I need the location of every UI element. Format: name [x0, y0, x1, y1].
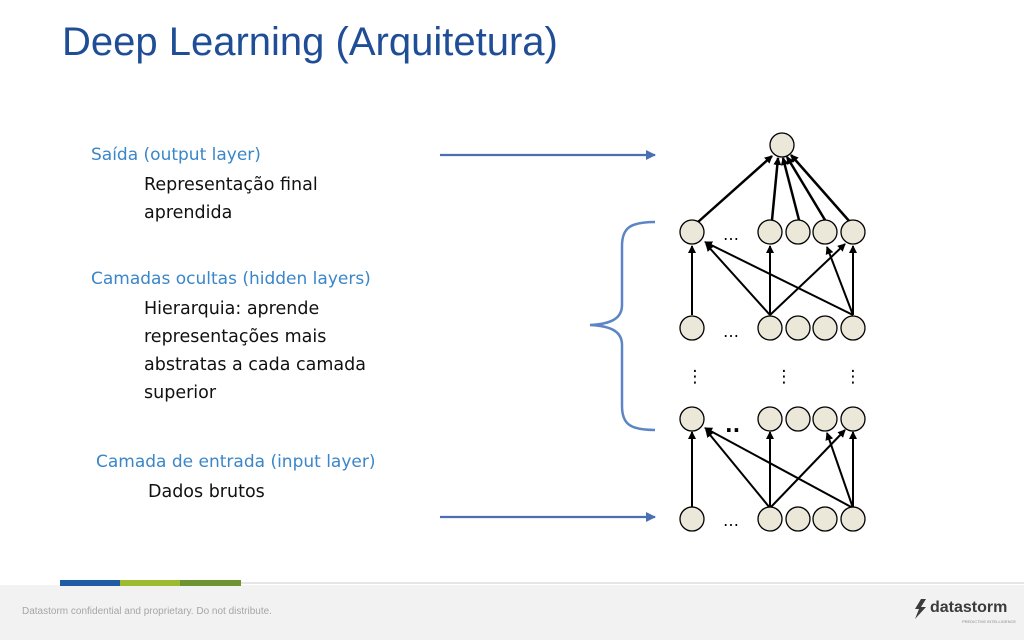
neuron-node — [785, 219, 811, 245]
hidden-layer-third — [679, 406, 866, 432]
slide-title: Deep Learning (Arquitetura) — [62, 20, 558, 64]
horizontal-ellipsis: .. — [725, 413, 740, 437]
vertical-ellipsis: ⋮ — [687, 367, 704, 387]
connections-input-to-hidden — [688, 427, 857, 509]
neuron-node — [812, 219, 838, 245]
output-node — [769, 132, 795, 158]
neuron-node — [812, 315, 838, 341]
neuron-node — [840, 315, 866, 341]
footer-bar-light-green — [120, 580, 180, 586]
neuron-node — [840, 406, 866, 432]
output-desc-line: Representação final — [144, 175, 318, 195]
horizontal-ellipsis: … — [723, 511, 739, 530]
neuron-node — [757, 315, 783, 341]
vertical-ellipsis: ⋮ — [776, 367, 793, 387]
neuron-node — [785, 315, 811, 341]
input-desc-line: Dados brutos — [148, 482, 265, 502]
hidden-layers-description: Hierarquia: aprende representações mais … — [144, 295, 366, 407]
footer-bar-blue — [60, 580, 120, 586]
logo-text: datastorm — [930, 599, 1008, 616]
horizontal-ellipsis: … — [723, 322, 739, 341]
neuron-node — [785, 406, 811, 432]
hidden-desc-line: superior — [144, 383, 217, 403]
footer-divider — [241, 582, 1024, 584]
connections-hidden-to-hidden — [688, 241, 857, 316]
hidden-layer-second — [679, 315, 866, 341]
neuron-node — [840, 506, 866, 532]
output-desc-line: aprendida — [144, 203, 233, 223]
hidden-desc-line: representações mais — [144, 327, 327, 347]
hidden-desc-line: Hierarquia: aprende — [144, 299, 320, 319]
hidden-layers-brace — [589, 220, 656, 432]
output-layer-description: Representação final aprendida — [144, 171, 318, 227]
lightning-icon — [915, 599, 926, 619]
neuron-node — [840, 219, 866, 245]
neuron-node — [679, 506, 705, 532]
neuron-node — [757, 406, 783, 432]
neuron-node — [679, 315, 705, 341]
horizontal-ellipsis: … — [723, 225, 739, 244]
neuron-node — [757, 506, 783, 532]
input-layer-nodes — [679, 506, 866, 532]
vertical-ellipsis: ⋮ — [845, 367, 862, 387]
neural-network-diagram: … … .. … ⋮ ⋮ ⋮ — [440, 132, 866, 532]
datastorm-logo: datastorm PREDICTIVE INTELLIGENCE — [912, 598, 1016, 628]
input-layer-description: Dados brutos — [148, 478, 265, 506]
neuron-node — [679, 219, 705, 245]
confidential-notice: Datastorm confidential and proprietary. … — [22, 606, 272, 617]
input-layer-heading: Camada de entrada (input layer) — [96, 452, 376, 472]
hidden-layer-top — [679, 219, 866, 245]
logo-tagline: PREDICTIVE INTELLIGENCE — [962, 619, 1017, 624]
neuron-node — [812, 406, 838, 432]
neuron-node — [785, 506, 811, 532]
footer — [0, 585, 1024, 640]
connections-hidden-to-output — [697, 154, 851, 223]
neuron-node — [679, 406, 705, 432]
hidden-layers-heading: Camadas ocultas (hidden layers) — [91, 269, 371, 289]
output-layer-heading: Saída (output layer) — [91, 145, 261, 165]
neuron-node — [757, 219, 783, 245]
hidden-desc-line: abstratas a cada camada — [144, 355, 366, 375]
neuron-node — [812, 506, 838, 532]
footer-bar-dark-green — [180, 580, 241, 586]
